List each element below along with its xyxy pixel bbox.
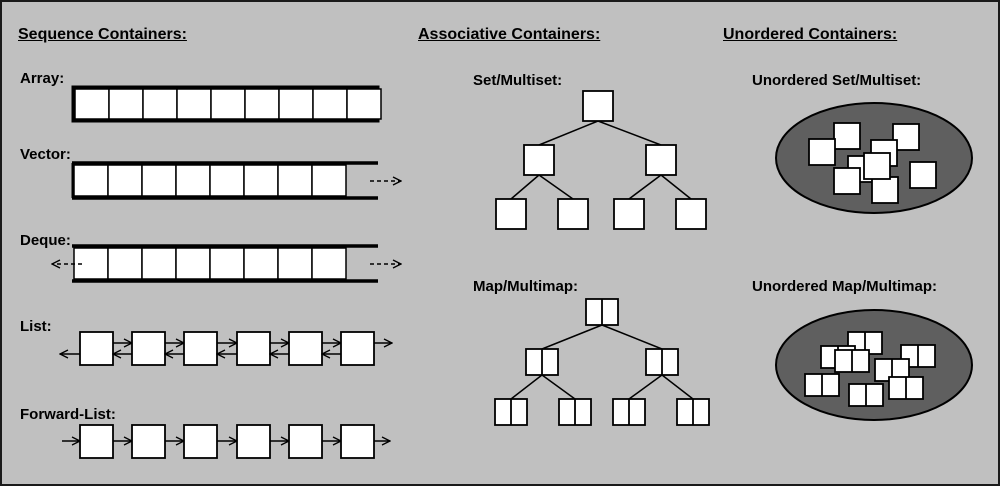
unordered-map-multimap-label: Unordered Map/Multimap:: [752, 278, 938, 295]
map-tree-edge: [601, 324, 663, 350]
vector-cell: [209, 164, 245, 197]
list-label: List:: [20, 318, 52, 335]
set-tree-node: [582, 90, 614, 122]
map-multimap-label: Map/Multimap:: [473, 278, 578, 295]
map-tree-edge: [628, 374, 663, 400]
unordered-set-element: [909, 161, 937, 189]
map-tree-edge: [510, 374, 543, 400]
list-node: [288, 331, 323, 366]
array-label: Array:: [20, 70, 65, 87]
deque-cell: [209, 247, 245, 280]
unordered-set-element: [833, 122, 861, 150]
array-cell: [244, 88, 280, 120]
set-tree-node: [675, 198, 707, 230]
set-tree-node: [557, 198, 589, 230]
set-tree-edge: [628, 174, 662, 200]
set-multiset-label: Set/Multiset:: [473, 72, 563, 89]
deque-cell: [311, 247, 347, 280]
forward-list-node: [131, 424, 166, 459]
set-tree-node: [495, 198, 527, 230]
forward-list-node: [183, 424, 218, 459]
forward-list-node: [340, 424, 375, 459]
list-node: [79, 331, 114, 366]
array-cell: [74, 88, 110, 120]
sequence-containers-heading: Sequence Containers:: [18, 26, 187, 43]
deque-label: Deque:: [20, 232, 71, 249]
vector-cell: [175, 164, 211, 197]
unordered-set-element: [863, 152, 891, 180]
vector-label: Vector:: [20, 146, 71, 163]
set-tree-node: [523, 144, 555, 176]
set-tree-node: [613, 198, 645, 230]
set-tree-node: [645, 144, 677, 176]
deque-cell: [277, 247, 313, 280]
unordered-set-element: [808, 138, 836, 166]
forward-list-node: [288, 424, 323, 459]
deque-cell: [141, 247, 177, 280]
map-tree-edge: [541, 374, 576, 400]
vector-cell: [311, 164, 347, 197]
list-node: [131, 331, 166, 366]
array-cell: [176, 88, 212, 120]
set-tree-edge: [597, 120, 662, 146]
forward-list-label: Forward-List:: [20, 406, 116, 423]
unordered-set-element: [833, 167, 861, 195]
set-tree-edge: [538, 120, 599, 146]
array-cell: [108, 88, 144, 120]
associative-containers-heading: Associative Containers:: [418, 26, 601, 43]
array-cell: [210, 88, 246, 120]
list-node: [183, 331, 218, 366]
array-cell: [312, 88, 348, 120]
unordered-set-element: [871, 176, 899, 204]
array-cell: [346, 88, 382, 120]
map-tree-edge: [541, 324, 603, 350]
list-node: [236, 331, 271, 366]
deque-cell: [243, 247, 279, 280]
deque-cell: [107, 247, 143, 280]
map-tree-edge: [661, 374, 694, 400]
set-tree-edge: [510, 174, 540, 200]
forward-list-node: [79, 424, 114, 459]
list-node: [340, 331, 375, 366]
array-cell: [278, 88, 314, 120]
unordered-containers-heading: Unordered Containers:: [723, 26, 898, 43]
set-tree-edge: [660, 174, 692, 200]
unordered-set-multiset-label: Unordered Set/Multiset:: [752, 72, 922, 89]
vector-cell: [107, 164, 143, 197]
array-cell: [142, 88, 178, 120]
vector-cell: [141, 164, 177, 197]
vector-cell: [277, 164, 313, 197]
deque-cell: [175, 247, 211, 280]
forward-list-node: [236, 424, 271, 459]
vector-cell: [73, 164, 109, 197]
vector-cell: [243, 164, 279, 197]
set-tree-edge: [538, 174, 574, 200]
